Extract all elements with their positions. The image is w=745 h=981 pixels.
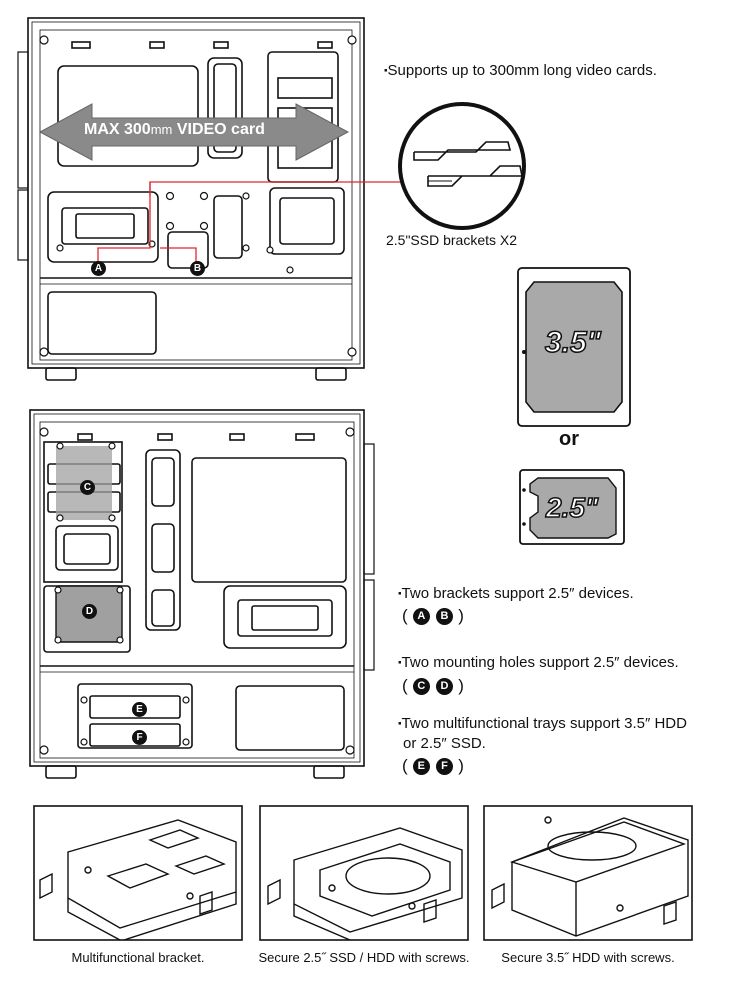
note-mark-f: F [436, 757, 454, 775]
caption-bracket: Multifunctional bracket. [71, 950, 205, 965]
note-mark-e: E [412, 757, 430, 775]
note-holes-text: Two mounting holes support 2.5″ devices. [401, 654, 679, 671]
marker-e: E [132, 702, 147, 717]
bottom-case-screws [39, 427, 355, 755]
step-ssd-frame [259, 805, 469, 941]
note-mark-c: C [412, 677, 430, 695]
bottom-case-diagram [29, 409, 375, 779]
bullet: ▪ [398, 657, 402, 669]
arrow-label-suffix: VIDEO card [172, 121, 265, 138]
paren-open: ( [402, 756, 408, 775]
ssd-bracket-magnifier [398, 102, 526, 230]
top-case-diagram [17, 17, 526, 381]
video-card-length-arrow [38, 103, 350, 161]
note-holes-marks: ( C D ) [402, 676, 464, 696]
or-label: or [559, 428, 579, 450]
paren-open: ( [402, 606, 408, 625]
step-bracket-frame [33, 805, 243, 941]
note-brackets-marks: ( A B ) [402, 606, 464, 626]
video-card-arrow-label: MAX 300mm VIDEO card [84, 121, 265, 139]
ssd-bracket-callout-lines [97, 181, 404, 262]
arrow-label-number: 300 [124, 121, 151, 138]
bullet: ▪ [398, 588, 402, 600]
note-video-card: ▪Supports up to 300mm long video cards. [384, 62, 657, 79]
hdd-3-5-drawing [517, 267, 631, 427]
note-brackets-text: Two brackets support 2.5″ devices. [401, 585, 634, 602]
paren-open: ( [402, 676, 408, 695]
marker-d: D [82, 604, 97, 619]
caption-ssd: Secure 2.5˝ SSD / HDD with screws. [258, 950, 470, 965]
drive-illustrations [517, 267, 631, 545]
arrow-label-prefix: MAX [84, 121, 124, 138]
top-case-outline [17, 17, 365, 381]
marker-f: F [132, 730, 147, 745]
ssd-brackets-caption: 2.5"SSD brackets X2 [386, 232, 518, 248]
marker-c: C [80, 480, 95, 495]
note-mark-d: D [436, 677, 454, 695]
note-mark-a: A [412, 607, 430, 625]
paren-close: ) [458, 756, 464, 775]
note-trays: ▪Two multifunctional trays support 3.5″ … [398, 715, 687, 732]
note-brackets: ▪Two brackets support 2.5″ devices. [398, 585, 634, 602]
note-trays-marks: ( E F ) [402, 756, 464, 776]
marker-a: A [91, 261, 106, 276]
paren-close: ) [458, 676, 464, 695]
bullet: ▪ [398, 718, 402, 730]
bullet: ▪ [384, 65, 388, 77]
hdd-label: 3.5" [544, 325, 601, 360]
paren-close: ) [458, 606, 464, 625]
note-holes: ▪Two mounting holes support 2.5″ devices… [398, 654, 679, 671]
marker-b: B [190, 261, 205, 276]
ssd-label: 2.5" [545, 491, 599, 524]
top-case-screws [39, 35, 357, 357]
note-trays-line2: or 2.5″ SSD. [403, 735, 486, 752]
ssd-2-5-drawing [519, 469, 625, 545]
note-trays-line1: Two multifunctional trays support 3.5″ H… [401, 715, 687, 732]
step-hdd-frame [483, 805, 693, 941]
caption-hdd: Secure 3.5˝ HDD with screws. [501, 950, 675, 965]
note-video-text: Supports up to 300mm long video cards. [387, 62, 657, 79]
arrow-label-unit: mm [150, 122, 173, 137]
installation-steps [33, 805, 693, 941]
note-mark-b: B [436, 607, 454, 625]
